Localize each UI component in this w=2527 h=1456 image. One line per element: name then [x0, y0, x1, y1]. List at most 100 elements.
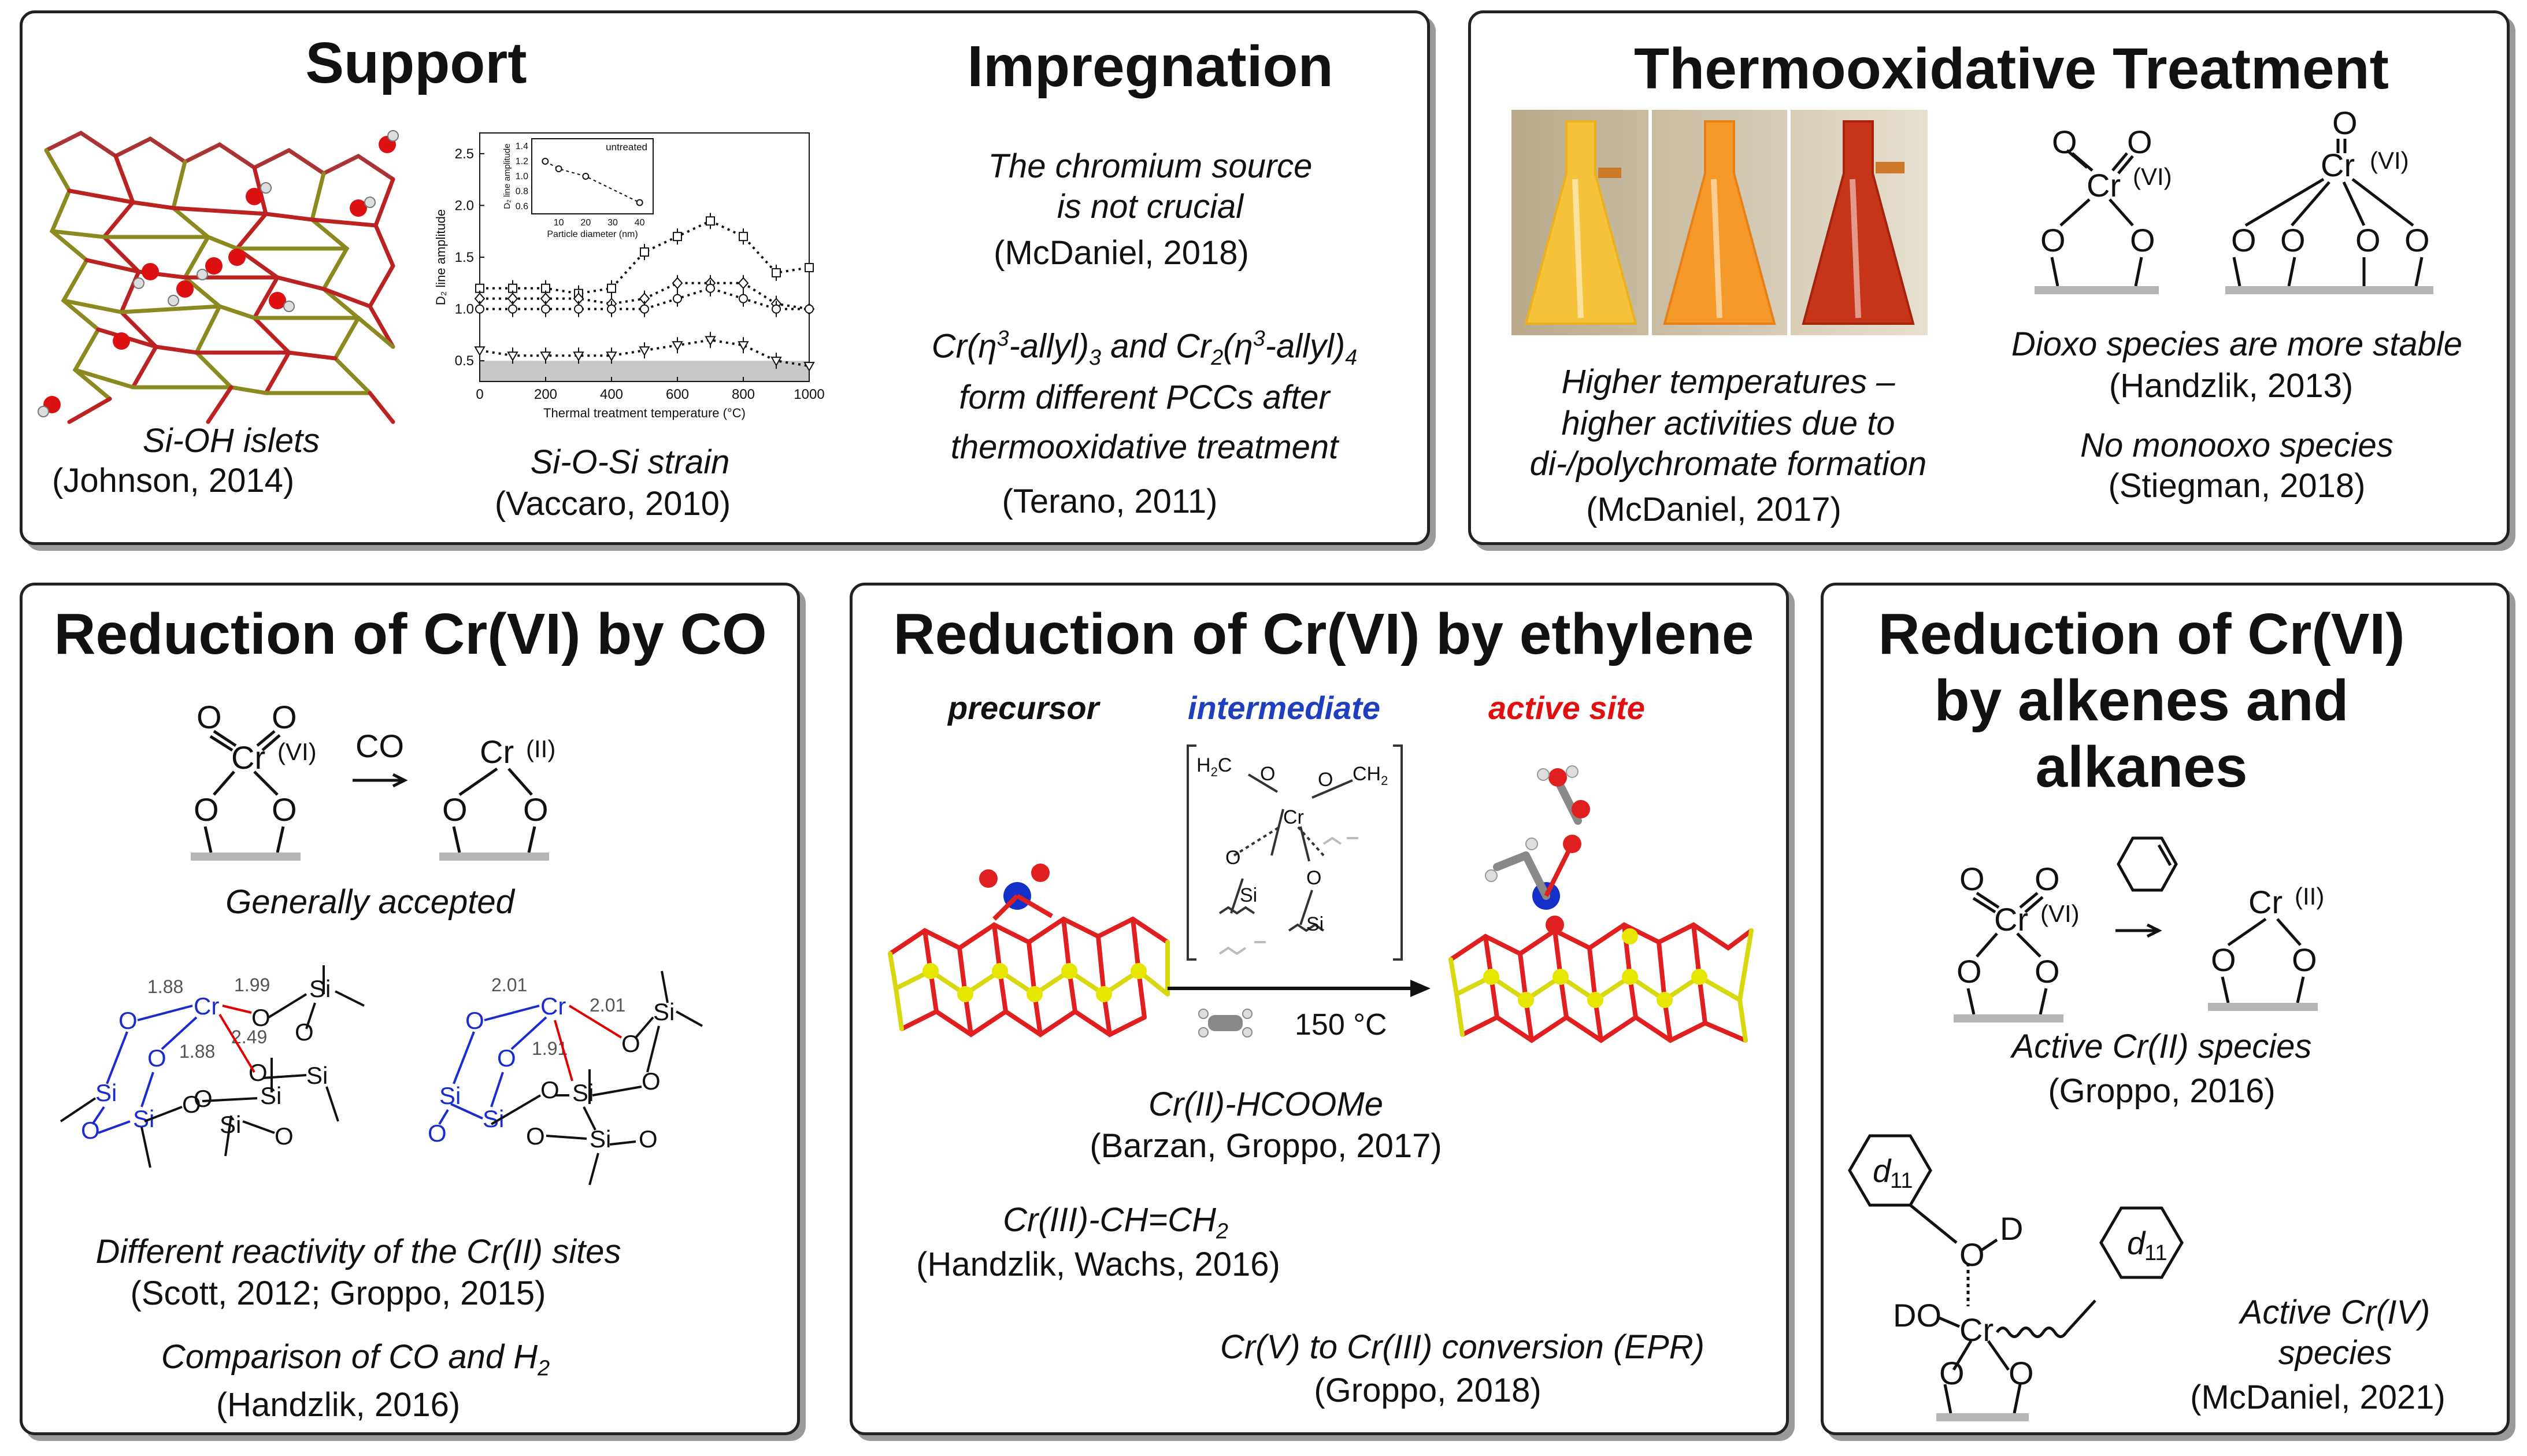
- svg-text:O: O: [251, 1004, 271, 1031]
- svg-text:O: O: [2231, 222, 2256, 258]
- svg-text:O: O: [465, 1007, 484, 1034]
- alkenes-title-3: alkanes: [2035, 735, 2248, 799]
- chart-point-circle: [508, 304, 517, 314]
- svg-text:1.88: 1.88: [179, 1041, 215, 1062]
- chart-x-tick-label: 600: [666, 387, 689, 402]
- label-intermediate: intermediate: [1188, 690, 1380, 726]
- alkenes-title-1: Reduction of Cr(VI): [1878, 602, 2405, 666]
- svg-text:O: O: [1225, 847, 1240, 869]
- co-different: Different reactivity of the Cr(II) sites: [95, 1233, 621, 1270]
- svg-text:O: O: [2035, 861, 2060, 897]
- svg-text:Cr: Cr: [2087, 167, 2121, 203]
- chart-x-tick-label: 400: [600, 387, 623, 402]
- chart-point-circle: [739, 294, 748, 303]
- svg-text:O: O: [428, 1120, 447, 1147]
- svg-text:Cr: Cr: [540, 992, 566, 1020]
- panel-reduction-alkenes: [1821, 583, 2510, 1435]
- chart-point-square: [607, 283, 616, 293]
- inset-x-tick-label: 30: [607, 218, 618, 228]
- support-ref-johnson: (Johnson, 2014): [52, 462, 295, 499]
- chart-y-axis-label: D₂ line amplitude: [433, 209, 448, 305]
- co-title: Reduction of Cr(VI) by CO: [54, 602, 767, 666]
- support-caption-silanol: Si-OH islets: [142, 422, 320, 460]
- thermo-mono: No monooxo species: [2080, 427, 2393, 464]
- inset-y-tick-label: 1.0: [516, 172, 528, 181]
- chart-point-square: [640, 247, 649, 257]
- svg-text:11: 11: [1890, 1169, 1913, 1193]
- chart-point-triangle: [507, 351, 518, 362]
- chart-point-circle: [805, 304, 814, 314]
- support-ref-vaccaro: (Vaccaro, 2010): [494, 485, 731, 523]
- svg-text:Cr: Cr: [1283, 806, 1304, 828]
- label-active-site: active site: [1488, 690, 1645, 726]
- svg-text:O: O: [295, 1018, 314, 1046]
- svg-text:O: O: [639, 1125, 658, 1153]
- thermo-title: Thermooxidative Treatment: [1634, 36, 2389, 101]
- svg-text:(II): (II): [2295, 883, 2324, 910]
- support-title: Support: [305, 31, 527, 95]
- chart-grey-band: [480, 361, 809, 381]
- svg-text:O: O: [642, 1068, 661, 1095]
- chart-point-triangle: [639, 346, 650, 357]
- alkenes-active-cr4-2: species: [2278, 1334, 2392, 1372]
- chart-point-square: [772, 268, 781, 277]
- inset-legend: untreated: [606, 142, 647, 153]
- precursor-cluster: [888, 864, 1170, 1038]
- inset-point: [582, 173, 590, 180]
- inset-y-tick-label: 0.6: [516, 202, 528, 212]
- svg-text:O: O: [197, 699, 222, 735]
- chart-point-circle: [772, 304, 781, 314]
- svg-text:Si: Si: [653, 998, 675, 1025]
- chart-x-tick-label: 1000: [794, 387, 824, 402]
- chart-y-tick-label: 2.0: [455, 198, 474, 213]
- active-site-cluster: [1448, 765, 1754, 1043]
- svg-text:O: O: [2292, 942, 2317, 978]
- thermo-caption-1: Higher temperatures –: [1561, 363, 1895, 401]
- svg-text:2.01: 2.01: [590, 995, 625, 1016]
- svg-text:O: O: [1318, 769, 1333, 791]
- svg-text:D: D: [2000, 1210, 2023, 1247]
- svg-text:H2C: H2C: [1196, 754, 1232, 779]
- alkenes-title-2: by alkenes and: [1934, 668, 2349, 733]
- inset-point: [636, 199, 643, 206]
- svg-text:O: O: [2130, 222, 2155, 258]
- chart-x-tick-label: 800: [732, 387, 755, 402]
- chart-point-circle: [541, 304, 550, 314]
- svg-text:O: O: [2127, 124, 2152, 160]
- svg-text:O: O: [2009, 1355, 2034, 1391]
- chart-point-circle: [673, 294, 682, 303]
- svg-text:2.01: 2.01: [491, 975, 527, 995]
- chart-point-circle: [706, 283, 715, 293]
- chart-y-tick-label: 1.0: [455, 302, 474, 317]
- thermo-caption-2: higher activities due to: [1561, 405, 1895, 442]
- chart-x-axis-label: Thermal treatment temperature (°C): [543, 406, 746, 420]
- reaction-temperature: 150 °C: [1295, 1008, 1387, 1042]
- impregnation-text-1: The chromium source: [988, 147, 1313, 185]
- svg-text:(II): (II): [526, 735, 555, 762]
- chart-series-line-0: [480, 220, 810, 295]
- impregnation-title: Impregnation: [967, 34, 1333, 99]
- svg-text:O: O: [2040, 222, 2066, 258]
- svg-text:O: O: [2332, 105, 2358, 141]
- svg-text:Si: Si: [439, 1082, 461, 1109]
- chart-point-circle: [475, 304, 484, 314]
- impregnation-text-2: is not crucial: [1057, 188, 1244, 225]
- alkenes-active-cr2: Active Cr(II) species: [2011, 1028, 2312, 1065]
- chart-point-triangle: [540, 351, 551, 362]
- svg-text:O: O: [1306, 867, 1321, 889]
- ethylene-vinyl: Cr(III)-CH=CH2: [1003, 1201, 1228, 1243]
- svg-text:DO: DO: [1893, 1297, 1941, 1333]
- inset-x-tick-label: 40: [635, 218, 645, 228]
- alkenes-ref-groppo: (Groppo, 2016): [2048, 1072, 2276, 1110]
- svg-text:O: O: [2404, 222, 2430, 258]
- svg-text:O: O: [118, 1007, 138, 1034]
- inset-point: [542, 158, 549, 165]
- chart-point-square: [706, 216, 715, 226]
- svg-text:O: O: [1959, 861, 1985, 897]
- label-precursor: precursor: [948, 690, 1099, 726]
- svg-text:O: O: [249, 1059, 268, 1086]
